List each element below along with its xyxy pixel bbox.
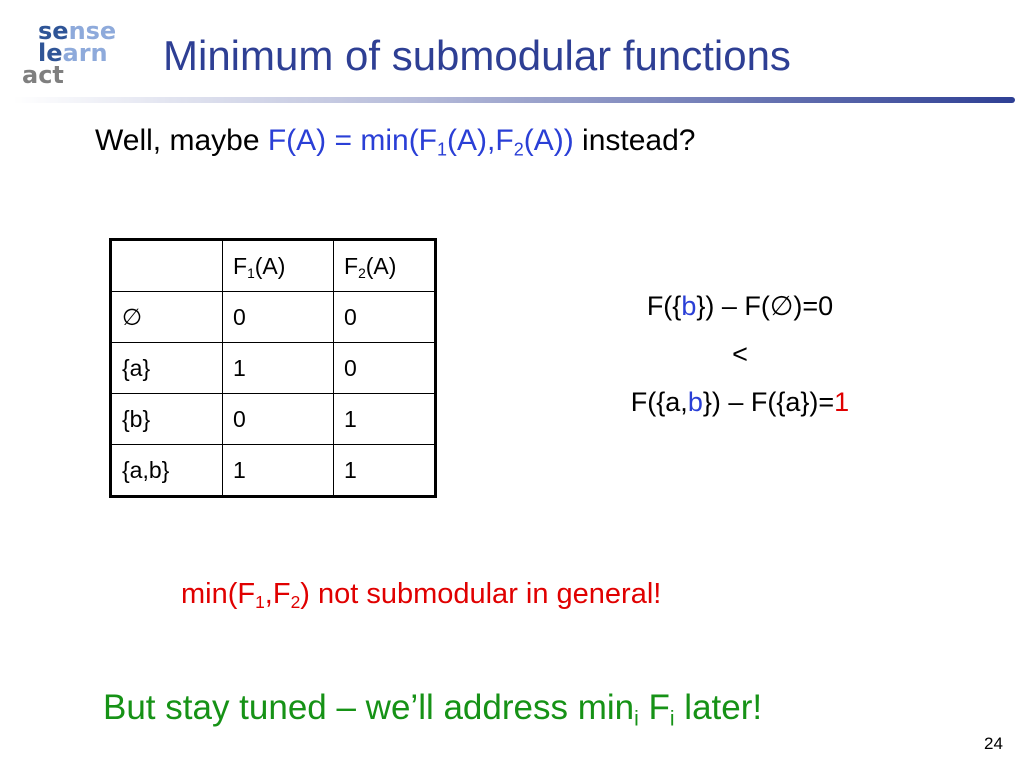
intro-formula: F(A) = min(F1(A),F2(A)) [267,124,574,160]
table-row: {b} 0 1 [110,393,436,445]
f1-cell: 0 [222,393,334,445]
page-number: 24 [984,734,1003,753]
subscript: 1 [437,139,448,160]
logo-text: arn [62,39,108,67]
logo-text: act [22,61,64,89]
inequality-line-1: F({b}) – F(∅)=0 [646,291,834,321]
sense-learn-act-logo: sense learn act [22,17,122,90]
formula-part: (A)) [523,124,574,157]
logo-text: le [38,39,63,67]
f2-cell: 1 [333,393,436,445]
intro-line: Well, maybe F(A) = min(F1(A),F2(A)) inst… [95,124,695,158]
f2-cell: 1 [333,444,436,497]
set-cell: {b} [110,393,223,445]
f1-cell: 1 [222,444,334,497]
table-row: ∅ 0 0 [110,291,436,343]
header-cell-empty [110,239,223,292]
logo-text: nse [68,17,117,45]
subscript: 2 [513,139,524,160]
f2-cell: 0 [333,342,436,394]
header-cell-f1: F1(A) [222,239,334,292]
stay-tuned-note: But stay tuned – we’ll address mini Fi l… [103,688,763,731]
set-cell: ∅ [110,291,223,343]
not-submodular-note: min(F1,F2) not submodular in general! [181,578,662,613]
table-row: {a,b} 1 1 [110,444,436,497]
f1-cell: 0 [222,291,334,343]
set-cell: {a} [110,342,223,394]
inequality-block: F({b}) – F(∅)=0 < F({a,b}) – F({a})=1 [560,282,920,426]
function-values-table: F1(A) F2(A) ∅ 0 0 {a} 1 0 {b} 0 1 {a,b} … [109,238,437,498]
set-cell: {a,b} [110,444,223,497]
inequality-line-3: F({a,b}) – F({a})=1 [630,387,850,417]
intro-lead: Well, maybe [95,124,268,157]
f2-cell: 0 [333,291,436,343]
inequality-line-2: < [732,339,748,369]
title-underline [12,97,1015,103]
formula-part: F(A) = min(F [267,124,438,157]
slide-title: Minimum of submodular functions [163,32,791,79]
logo-text: se [38,17,69,45]
intro-tail: instead? [573,124,696,157]
table-header-row: F1(A) F2(A) [110,239,436,292]
f1-cell: 1 [222,342,334,394]
formula-part: (A),F [447,124,514,157]
header-cell-f2: F2(A) [333,239,436,292]
table-row: {a} 1 0 [110,342,436,394]
